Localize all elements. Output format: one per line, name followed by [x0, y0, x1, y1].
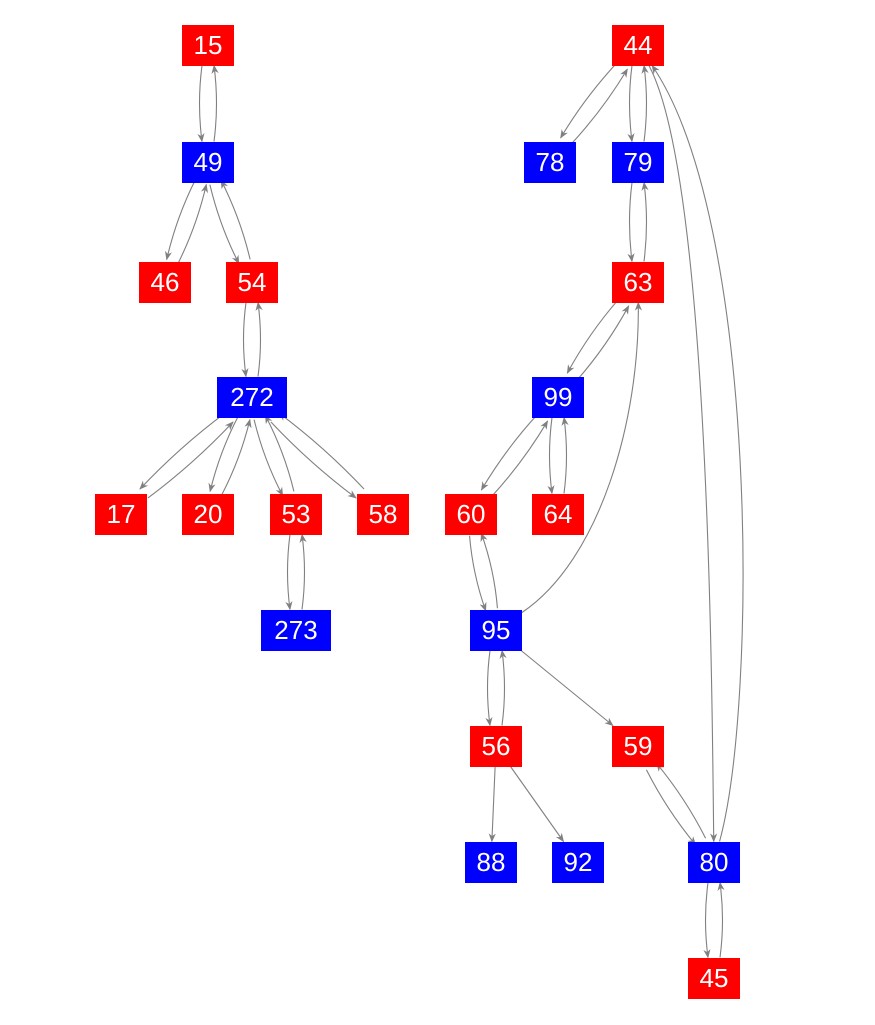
- node-273: 273: [261, 609, 331, 651]
- edge-80-to-59: [655, 762, 707, 839]
- node-272: 272: [217, 376, 287, 418]
- edge-15-to-49: [197, 65, 205, 143]
- edge-99-to-60: [480, 413, 539, 491]
- edge-78-to-44: [569, 68, 628, 146]
- edge-53-to-273: [285, 534, 293, 611]
- edge-99-to-63: [576, 305, 630, 381]
- node-59: 59: [612, 725, 664, 767]
- edge-44-to-80: [648, 65, 718, 843]
- node-15: 15: [182, 24, 234, 66]
- node-54: 54: [226, 261, 278, 303]
- edge-80-to-44: [651, 64, 744, 842]
- edge-64-to-99: [561, 416, 569, 494]
- node-49: 49: [182, 141, 234, 183]
- edge-272-to-53: [253, 419, 284, 497]
- node-56: 56: [470, 725, 522, 767]
- node-60: 60: [445, 493, 497, 535]
- edge-54-to-272: [241, 302, 249, 378]
- node-99: 99: [532, 376, 584, 418]
- edge-45-to-80: [717, 881, 725, 958]
- edge-56-to-88: [488, 766, 496, 843]
- edge-95-to-60: [480, 532, 498, 609]
- node-63: 63: [612, 261, 664, 303]
- edge-272-to-20: [208, 415, 240, 493]
- edge-59-to-80: [645, 769, 697, 846]
- edge-272-to-58: [270, 421, 357, 499]
- edge-79-to-44: [641, 64, 649, 142]
- edge-58-to-272: [278, 412, 365, 490]
- node-88: 88: [465, 841, 517, 883]
- node-53: 53: [270, 493, 322, 535]
- node-95: 95: [470, 609, 522, 651]
- edge-49-to-15: [211, 64, 219, 142]
- edge-17-to-272: [147, 421, 234, 499]
- edge-79-to-63: [627, 182, 635, 263]
- node-45: 45: [688, 957, 740, 999]
- edge-53-to-272: [264, 414, 295, 492]
- node-58: 58: [357, 493, 409, 535]
- edge-60-to-95: [469, 535, 487, 612]
- node-92: 92: [552, 841, 604, 883]
- edge-99-to-64: [547, 417, 555, 495]
- edge-49-to-46: [165, 180, 196, 261]
- edge-60-to-99: [490, 420, 549, 498]
- node-80: 80: [688, 841, 740, 883]
- edge-95-to-59: [520, 650, 614, 727]
- edge-54-to-49: [220, 179, 251, 260]
- node-64: 64: [532, 493, 584, 535]
- edge-56-to-95: [499, 649, 507, 726]
- edge-272-to-54: [255, 301, 263, 377]
- edge-44-to-78: [560, 61, 619, 139]
- edge-95-to-63: [521, 301, 643, 613]
- edge-63-to-79: [641, 181, 649, 262]
- node-78: 78: [524, 141, 576, 183]
- edge-44-to-79: [627, 65, 635, 143]
- edge-20-to-272: [220, 418, 252, 496]
- node-17: 17: [95, 493, 147, 535]
- edge-273-to-53: [299, 533, 307, 610]
- node-79: 79: [612, 141, 664, 183]
- edge-272-to-17: [139, 412, 226, 490]
- edge-80-to-45: [703, 882, 711, 959]
- node-20: 20: [182, 493, 234, 535]
- edge-95-to-56: [485, 650, 493, 727]
- edge-46-to-49: [177, 183, 208, 264]
- edge-56-to-92: [510, 766, 565, 843]
- edge-49-to-54: [209, 184, 240, 265]
- edge-63-to-99: [566, 298, 620, 374]
- node-44: 44: [612, 24, 664, 66]
- node-46: 46: [139, 261, 191, 303]
